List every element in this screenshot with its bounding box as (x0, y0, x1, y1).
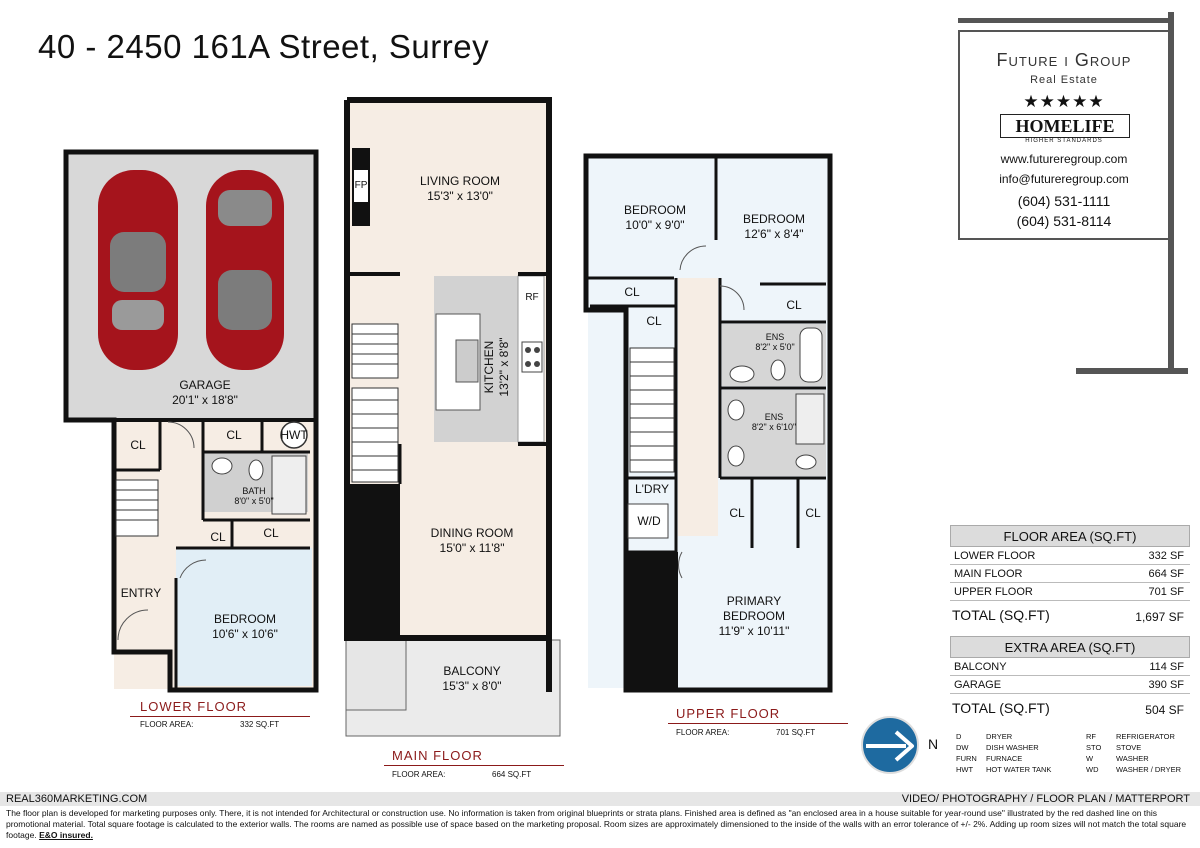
extra-area-header: EXTRA AREA (SQ.FT) (950, 636, 1190, 658)
table-row: MAIN FLOOR 664 SF (950, 565, 1190, 583)
compass-north-label: N (928, 736, 939, 752)
sign-phone-1[interactable]: (604) 531-1111 (1017, 193, 1111, 209)
realtor-sign: Future i Group Real Estate ★★★★★ HOMELIF… (958, 30, 1170, 240)
stars-icon: ★★★★★ (1023, 92, 1105, 111)
lower-floor-plan (63, 149, 319, 693)
table-row: UPPER FLOOR 701 SF (950, 583, 1190, 601)
homelife-logo: HOMELIFE (1000, 114, 1130, 138)
page-title: 40 - 2450 161A Street, Surrey (38, 28, 490, 65)
table-row: LOWER FLOOR 332 SF (950, 547, 1190, 565)
fireplace-label: FP (354, 180, 368, 191)
car-illustration-left (98, 170, 178, 370)
upper-floor-caption: UPPER FLOOR (676, 706, 781, 721)
sign-post (958, 12, 1188, 374)
upper-closet-1: CL (624, 285, 640, 299)
sign-email[interactable]: info@futureregroup.com (999, 172, 1129, 186)
main-floor-area-label: FLOOR AREA: (392, 770, 446, 779)
lower-closet-3: CL (210, 530, 226, 544)
footer-bar: REAL360MARKETING.COM VIDEO/ PHOTOGRAPHY … (0, 792, 1200, 806)
extra-area-total-label: TOTAL (SQ.FT) (952, 700, 1050, 716)
lower-floor-area-value: 332 SQ.FT (240, 720, 280, 729)
floor-area-table: FLOOR AREA (SQ.FT) LOWER FLOOR 332 SF MA… (950, 525, 1190, 624)
upper-closet-2: CL (786, 298, 802, 312)
upper-floor-area-label: FLOOR AREA: (676, 728, 730, 737)
upper-floor-plan (583, 153, 833, 693)
upper-closet-5: CL (805, 506, 821, 520)
car-illustration-right (206, 170, 284, 370)
sign-website[interactable]: www.futureregroup.com (1000, 152, 1128, 166)
eo-insured: E&O insured. (39, 830, 93, 840)
washer-dryer-label: W/D (637, 514, 661, 528)
footer-website-link[interactable]: REAL360MARKETING.COM (6, 793, 148, 805)
lower-floor-area-label: FLOOR AREA: (140, 720, 194, 729)
lower-floor-caption: LOWER FLOOR (140, 699, 248, 714)
upper-floor-area-value: 701 SQ.FT (776, 728, 816, 737)
table-row: BALCONY 114 SF (950, 658, 1190, 676)
extra-area-total-value: 504 SF (1145, 703, 1184, 717)
floor-area-header: FLOOR AREA (SQ.FT) (950, 525, 1190, 547)
lower-closet-2: CL (226, 428, 242, 442)
sign-phone-2[interactable]: (604) 531-8114 (1016, 213, 1112, 229)
lower-closet-4: CL (263, 526, 279, 540)
extra-area-table: EXTRA AREA (SQ.FT) BALCONY 114 SF GARAGE… (950, 636, 1190, 717)
laundry-label: L'DRY (634, 482, 670, 496)
compass-icon (861, 716, 919, 774)
upper-closet-3: CL (646, 314, 662, 328)
main-floor-plan (344, 97, 561, 737)
brand-name: Future i Group (996, 50, 1132, 70)
footer-services: VIDEO/ PHOTOGRAPHY / FLOOR PLAN / MATTER… (901, 793, 1190, 805)
upper-closet-4: CL (729, 506, 745, 520)
homelife-tagline: HIGHER STANDARDS (1025, 138, 1103, 144)
floor-area-total-value: 1,697 SF (1135, 610, 1184, 624)
table-row: GARAGE 390 SF (950, 676, 1190, 694)
main-floor-caption: MAIN FLOOR (392, 748, 483, 763)
floor-area-total-label: TOTAL (SQ.FT) (952, 607, 1050, 623)
main-floor-area-value: 664 SQ.FT (492, 770, 532, 779)
disclaimer-text: The floor plan is developed for marketin… (6, 808, 1187, 840)
brand-subtitle: Real Estate (1030, 74, 1098, 86)
entry-label: ENTRY (120, 586, 162, 600)
hwt-label: HWT (280, 428, 308, 442)
lower-closet-1: CL (130, 438, 146, 452)
refrigerator-label: RF (525, 292, 539, 303)
